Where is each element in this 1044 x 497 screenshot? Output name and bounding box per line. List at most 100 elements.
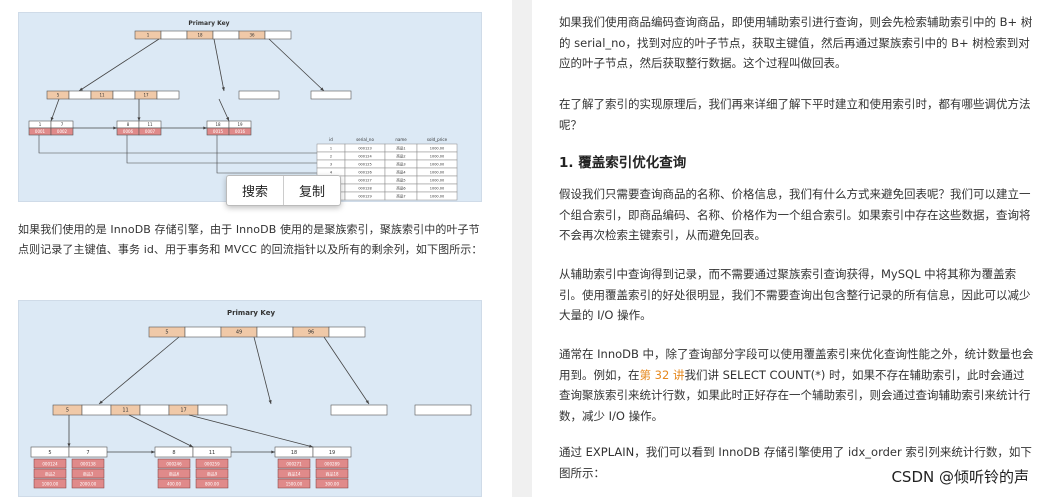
table-cell-text: 000125 [358, 163, 371, 167]
leaf-data-label: 商品3 [83, 471, 94, 477]
table-cell-text: 000123 [358, 147, 371, 151]
level2-key-label: 17 [180, 408, 186, 414]
level2-to-leaf-arrow-head [189, 443, 193, 447]
table-cell-text: 2 [330, 155, 332, 159]
leaf-key-label: 7 [86, 450, 89, 456]
level2-to-leaf-arrow-head [50, 117, 54, 121]
level2-pointer-cell [139, 404, 170, 416]
leaf-data-cell [71, 458, 105, 469]
table-cell-text: 商品6 [396, 186, 405, 191]
leaf-to-row-line [216, 135, 319, 174]
lecture-link[interactable]: 第 32 讲 [639, 367, 685, 382]
leaf-data-label: 商品9 [207, 471, 218, 477]
table-cell-text: 1 [330, 147, 332, 151]
table-cell [416, 191, 458, 201]
leaf-data-cell [195, 478, 229, 489]
leaf-id-label: 0016 [235, 129, 246, 134]
leaf-data-cell [315, 478, 349, 489]
table-cell-text: 1000.00 [430, 163, 444, 167]
leaf-id-label: 0007 [145, 129, 156, 134]
leaf-data-label: 1500.00 [286, 482, 303, 487]
leaf-key-label: 8 [172, 450, 175, 456]
table-cell-text: 商品4 [396, 170, 406, 175]
level2-key-label: 11 [99, 92, 105, 97]
paragraph-2: 在了解了索引的实现原理后，我们再来详细了解下平时建立和使用索引时，都有哪些调优方… [559, 97, 1031, 132]
root-key-label: 36 [249, 32, 255, 37]
table-cell-text: 商品3 [396, 162, 405, 167]
root-to-mid-arrow-head [268, 400, 272, 404]
level2-empty-node [414, 404, 472, 416]
root-key-label: 18 [197, 32, 203, 37]
paragraph-5: 通常在 InnoDB 中，除了查询部分字段可以使用覆盖索引来优化查询性能之外，统… [559, 344, 1034, 426]
level2-key-label: 5 [57, 92, 60, 97]
leaf-data-label: 000259 [204, 462, 220, 467]
leaf-data-label: 商品2 [45, 471, 56, 477]
table-header: id [329, 137, 333, 142]
table-cell-text: 商品1 [396, 146, 405, 151]
leaf-data-cell [195, 458, 229, 469]
paragraph-3: 假设我们只需要查询商品的名称、价格信息，我们有什么方式来避免回表呢？我们可以建立… [559, 187, 1031, 242]
root-key-label: 5 [165, 330, 168, 336]
level2-empty-node [330, 404, 388, 416]
root-to-left-arrow [98, 336, 180, 405]
leaf-id-label: 0006 [123, 129, 134, 134]
leaf-data-cell [71, 478, 105, 489]
table-cell-text: 1000.00 [430, 179, 444, 183]
root-to-right-arrow-head [365, 400, 369, 404]
leaf-data-cell [157, 468, 191, 479]
root-to-right-arrow [268, 38, 325, 92]
leaf-key-label: 11 [209, 450, 215, 456]
leaf-data-cell [315, 468, 349, 479]
leaf-key-label: 7 [61, 122, 64, 127]
level2-to-leaf-arrow-head [137, 117, 141, 121]
root-pointer-cell [160, 30, 188, 40]
leaf-data-cell [33, 478, 67, 489]
root-to-left-arrow-head [79, 87, 83, 91]
level2-pointer-cell [68, 90, 92, 100]
level2-to-leaf-arrow [128, 414, 194, 448]
root-to-left-arrow-head [99, 400, 103, 404]
leaf-data-cell [277, 478, 311, 489]
leaf-key-label: 18 [291, 450, 297, 456]
level2-pointer-cell [112, 90, 136, 100]
level2-pointer-cell [156, 90, 180, 100]
paragraph-5-start: 通常在 InnoDB 中，除了查询部分字段可以使用覆盖索引来优化查询性能之外，统… [559, 347, 1034, 382]
root-pointer-cell [256, 326, 294, 338]
table-cell-text: 商品7 [396, 194, 405, 199]
table-cell-text: 商品5 [396, 178, 405, 183]
csdn-watermark: CSDN @倾听铃的声 [888, 465, 1032, 488]
root-pointer-cell [212, 30, 240, 40]
leaf-link-arrow-head [203, 126, 207, 130]
text-selection-popup: 搜索 复制 [226, 175, 341, 206]
leaf-key-label: 11 [147, 122, 153, 127]
table-cell-text: 1000.00 [430, 187, 444, 191]
table-header: serial_no [356, 137, 374, 142]
table-cell-text: 1000.00 [430, 171, 444, 175]
level2-empty-node [238, 90, 280, 100]
leaf-data-label: 000138 [80, 462, 96, 467]
table-cell-text: 商品2 [396, 154, 405, 159]
leaf-id-cell [50, 127, 74, 136]
copy-button[interactable]: 复制 [283, 176, 340, 205]
level2-pointer-cell [81, 404, 112, 416]
leaf-data-cell [277, 468, 311, 479]
table-cell-text: 000127 [358, 179, 371, 183]
leaf-data-cell [315, 458, 349, 469]
paragraph-6: 通过 EXPLAIN，我们可以看到 InnoDB 存储引擎使用了 idx_ord… [559, 445, 1032, 480]
leaf-id-label: 0002 [57, 129, 68, 134]
leaf-data-label: 000271 [286, 462, 302, 467]
table-header: sold_price [427, 137, 448, 142]
search-button[interactable]: 搜索 [241, 185, 268, 200]
leaf-data-cell [195, 468, 229, 479]
leaf-data-cell [33, 458, 67, 469]
level2-key-label: 11 [122, 408, 128, 414]
leaf-id-cell [138, 127, 162, 136]
root-pointer-cell [184, 326, 222, 338]
paragraph-1: 如果我们使用商品编码查询商品，即使用辅助索引进行查询，则会先检索辅助索引中的 B… [559, 15, 1033, 70]
leaf-data-cell [157, 478, 191, 489]
leaf-data-cell [33, 468, 67, 479]
